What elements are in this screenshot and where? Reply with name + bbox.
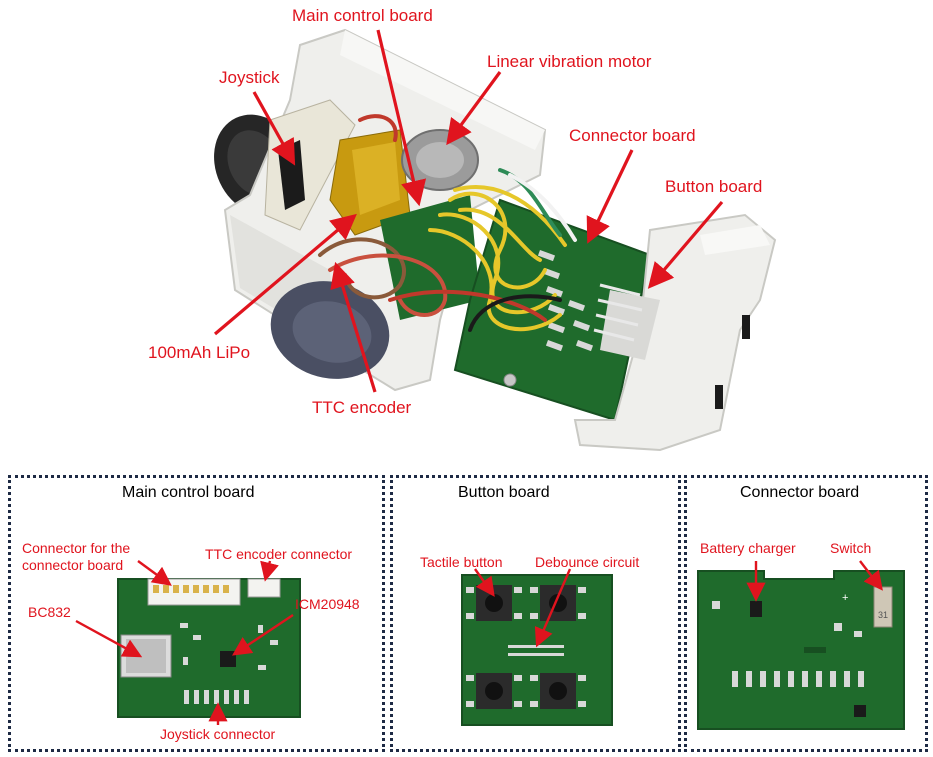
label-connector-board: Connector board	[569, 126, 696, 145]
panel-connector-board	[684, 475, 928, 752]
arrow-icm20948	[232, 614, 294, 656]
arrow-ttc-encoder	[330, 261, 377, 393]
arrow-lipo	[213, 213, 357, 336]
arrow-vibration-motor	[446, 71, 502, 146]
arrow-debounce-circuit	[534, 568, 572, 648]
label-connector-for-connector-board: Connector for the connector board	[22, 540, 131, 573]
label-tactile-button: Tactile button	[420, 554, 503, 570]
main-board-illustration	[75, 560, 301, 725]
device-photo	[213, 28, 777, 452]
label-bc832: BC832	[28, 604, 71, 620]
label-debounce-circuit: Debounce circuit	[535, 554, 640, 570]
label-icm20948: ICM20948	[295, 596, 360, 612]
label-lipo: 100mAh LiPo	[148, 343, 251, 362]
panel-title-button: Button board	[458, 484, 550, 501]
label-battery-charger: Battery charger	[700, 540, 796, 556]
arrow-switch	[859, 560, 883, 591]
connector-board-illustration: 31 +	[697, 560, 905, 730]
panel-title-main: Main control board	[122, 484, 255, 501]
arrow-tactile-button	[474, 568, 495, 597]
switch-marking: 31	[878, 610, 888, 620]
arrow-connector-board	[586, 149, 634, 244]
arrow-button-board	[647, 200, 724, 289]
arrow-joystick	[252, 91, 296, 166]
arrow-connector-for-connector-board	[137, 560, 172, 586]
button-housing	[573, 213, 777, 452]
label-linear-vibration-motor: Linear vibration motor	[487, 52, 652, 71]
label-joystick-connector: Joystick connector	[160, 726, 276, 742]
arrow-bc832	[75, 619, 143, 658]
label-main-control-board: Main control board	[292, 6, 433, 25]
panel-main-control-board	[8, 475, 385, 752]
panel-title-connector: Connector board	[740, 484, 860, 501]
label-button-board: Button board	[665, 177, 763, 196]
label-joystick: Joystick	[219, 68, 280, 87]
arrow-main-control-board	[376, 29, 427, 207]
arrow-ttc-encoder-connector	[260, 560, 279, 582]
label-switch: Switch	[830, 540, 872, 556]
panel-button-board	[390, 475, 681, 752]
label-ttc-encoder: TTC encoder	[312, 398, 412, 417]
button-board-illustration	[461, 568, 613, 726]
label-ttc-encoder-connector: TTC encoder connector	[205, 546, 353, 562]
plus-marking: +	[842, 592, 848, 604]
